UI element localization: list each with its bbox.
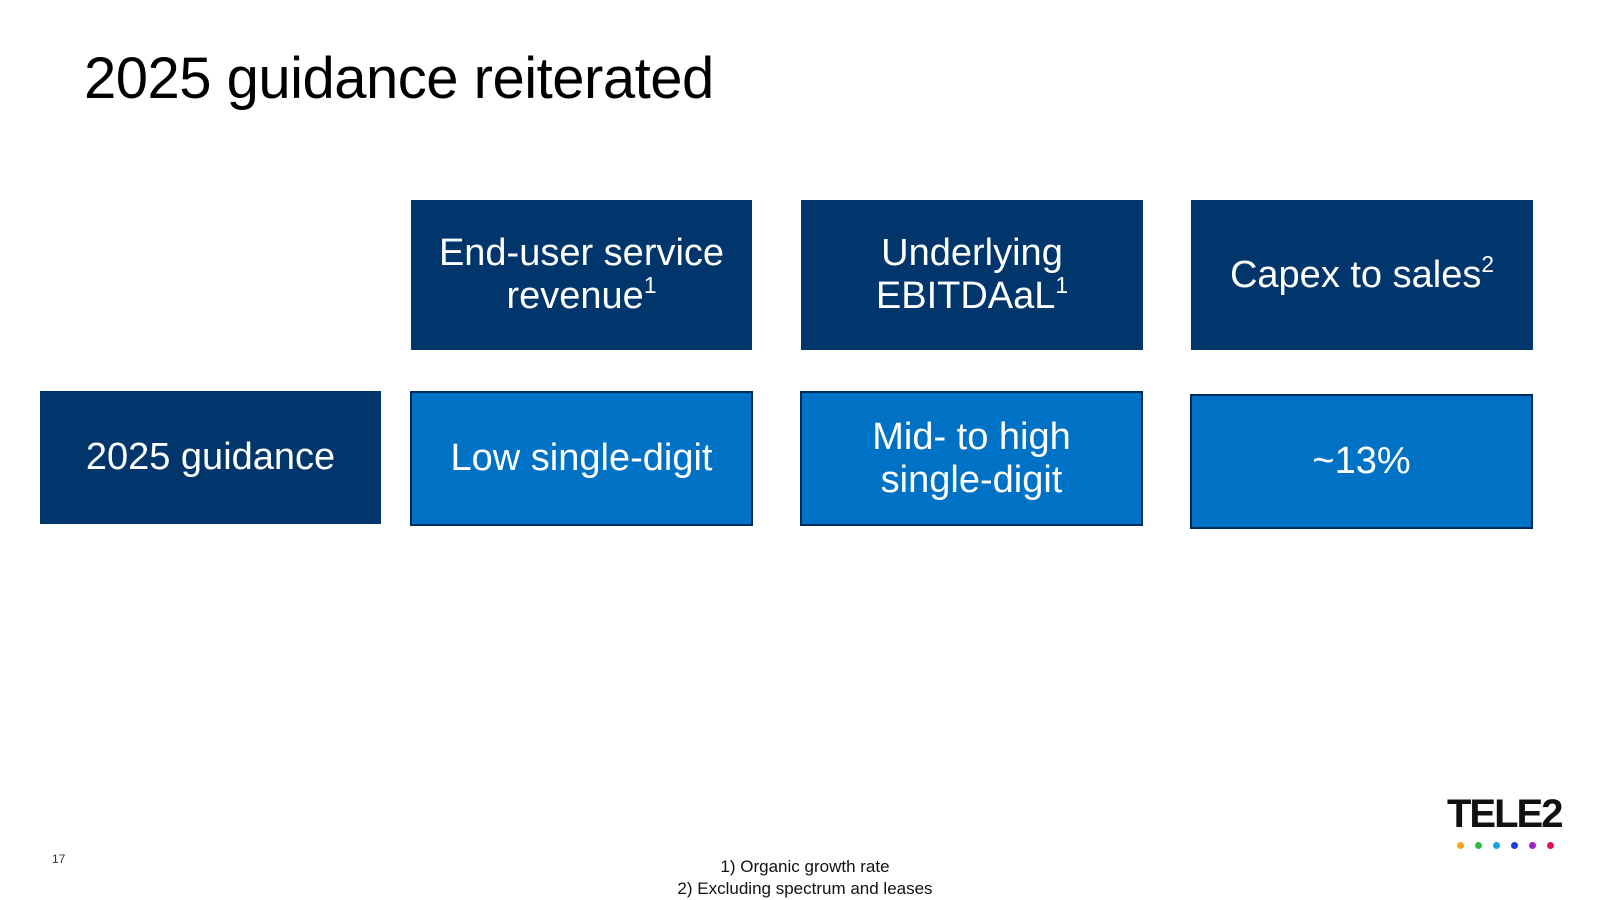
value-capex-to-sales: ~13% (1190, 394, 1533, 529)
footnote-1: 1) Organic growth rate (720, 857, 890, 876)
page-number: 17 (52, 852, 66, 866)
header-capex-to-sales: Capex to sales2 (1191, 200, 1533, 350)
logo-dot (1511, 842, 1518, 849)
header-label: End-user service revenue (438, 232, 725, 317)
footnotes: 1) Organic growth rate 2) Excluding spec… (600, 856, 1010, 900)
row-label-2025-guidance: 2025 guidance (40, 391, 381, 524)
logo-dots (1457, 842, 1554, 849)
header-label: Underlying EBITDAaL (875, 232, 1063, 317)
logo-wordmark: TELE2 (1447, 792, 1563, 836)
logo-dot (1529, 842, 1536, 849)
tele2-logo: TELE2 (1447, 790, 1567, 854)
row-label-text: 2025 guidance (85, 436, 336, 479)
value-underlying-ebitdaal: Mid- to high single-digit (800, 391, 1143, 526)
value-text: ~13% (1312, 440, 1411, 483)
header-label: Capex to sales (1229, 253, 1482, 296)
value-end-user-service-revenue: Low single-digit (410, 391, 753, 526)
footnote-marker: 1 (643, 272, 657, 299)
footnote-marker: 2 (1481, 250, 1495, 277)
header-end-user-service-revenue: End-user service revenue1 (411, 200, 752, 350)
value-text: Low single-digit (450, 437, 713, 480)
logo-dot (1493, 842, 1500, 849)
value-text: Mid- to high single-digit (872, 415, 1071, 501)
header-underlying-ebitdaal: Underlying EBITDAaL1 (801, 200, 1143, 350)
footnote-marker: 1 (1055, 272, 1069, 299)
slide-title: 2025 guidance reiterated (84, 46, 714, 111)
footnote-2: 2) Excluding spectrum and leases (677, 879, 933, 898)
logo-dot (1457, 842, 1464, 849)
logo-dot (1547, 842, 1554, 849)
logo-dot (1475, 842, 1482, 849)
